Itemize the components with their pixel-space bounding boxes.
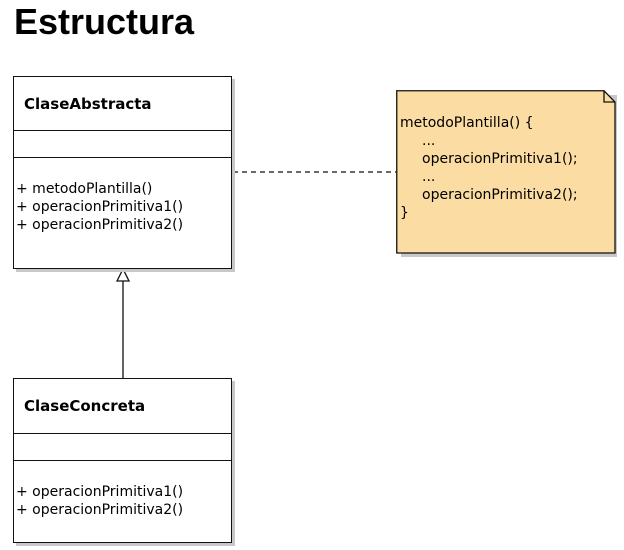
note-line: } bbox=[400, 205, 409, 221]
note-line: metodoPlantilla() { bbox=[400, 115, 534, 131]
page-title: Estructura bbox=[14, 1, 195, 42]
note-line: operacionPrimitiva1(); bbox=[422, 151, 578, 167]
concrete-class-box[interactable]: ClaseConcreta + operacionPrimitiva1() + … bbox=[13, 378, 232, 543]
operation-item: + operacionPrimitiva2() bbox=[16, 217, 184, 233]
abstract-class-attributes bbox=[14, 131, 231, 158]
operation-item: + operacionPrimitiva1() bbox=[16, 199, 184, 215]
note-text: metodoPlantilla() {... operacionPrimitiva… bbox=[400, 114, 578, 222]
operation-item: + metodoPlantilla() bbox=[16, 181, 153, 197]
concrete-class-operations: + operacionPrimitiva1() + operacionPrimi… bbox=[14, 461, 231, 519]
note-body bbox=[396, 90, 616, 254]
operation-item: + operacionPrimitiva1() bbox=[16, 484, 184, 500]
abstract-class-operations: + metodoPlantilla() + operacionPrimitiva… bbox=[14, 158, 231, 234]
note-folded-corner bbox=[603, 90, 615, 103]
operation-item: + operacionPrimitiva2() bbox=[16, 502, 184, 518]
note-line: ... bbox=[422, 169, 436, 185]
concrete-class-attributes bbox=[14, 434, 231, 461]
note-line: ... bbox=[422, 133, 436, 149]
abstract-class-name: ClaseAbstracta bbox=[14, 77, 231, 131]
note-box[interactable]: metodoPlantilla() {... operacionPrimitiva… bbox=[396, 90, 617, 257]
concrete-class-name: ClaseConcreta bbox=[14, 379, 231, 434]
abstract-class-box[interactable]: ClaseAbstracta + metodoPlantilla() + ope… bbox=[13, 76, 232, 269]
inheritance-arrowhead bbox=[115, 267, 131, 282]
note-line: operacionPrimitiva2(); bbox=[422, 187, 578, 203]
note-shape bbox=[396, 90, 617, 257]
